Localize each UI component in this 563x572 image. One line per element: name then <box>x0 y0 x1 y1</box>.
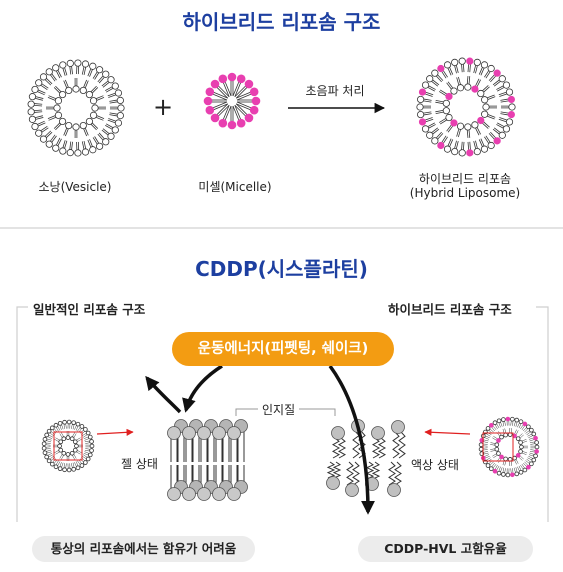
zoom-box-right <box>482 432 514 462</box>
right-note-pill: CDDP-HVL 고함유율 <box>358 536 533 562</box>
left-note-pill: 통상의 리포솜에서는 함유가 어려움 <box>32 536 255 562</box>
penetration-arrow-down <box>328 364 375 515</box>
micelle-graphic <box>203 72 261 130</box>
hybrid-label-en: (Hybrid Liposome) <box>409 186 521 200</box>
small-hybrid-liposome-right <box>478 416 540 478</box>
gel-state-label: 젤 상태 <box>121 457 158 471</box>
energy-arrow-down-left <box>182 364 223 413</box>
energy-pill: 운동에너지(피펫팅, 쉐이크) <box>172 332 394 366</box>
lipid-label: 인지질 <box>258 401 300 418</box>
liquid-state-label: 액상 상태 <box>411 458 459 472</box>
vesicle-label: 소낭(Vesicle) <box>38 180 112 194</box>
vesicle-graphic <box>27 59 125 157</box>
small-liposome-left <box>41 419 95 473</box>
bottom-title: CDDP(시스플라틴) <box>195 257 368 281</box>
rebound-arrow-up <box>145 375 182 414</box>
zoom-box-left <box>53 431 83 461</box>
section-divider <box>0 227 563 229</box>
general-structure-label: 일반적인 리포솜 구조 <box>30 299 149 318</box>
gel-bilayer <box>167 419 248 501</box>
top-title: 하이브리드 리포솜 구조 <box>182 10 381 34</box>
left-frame-line <box>16 306 28 522</box>
plus-sign: + <box>152 93 174 121</box>
hybrid-structure-label: 하이브리드 리포솜 구조 <box>385 299 515 318</box>
hybrid-liposome-graphic <box>416 57 516 157</box>
red-arrow-right <box>424 428 471 436</box>
micelle-label: 미셀(Micelle) <box>198 180 272 194</box>
process-label: 초음파 처리 <box>305 84 365 98</box>
red-arrow-left <box>96 428 134 436</box>
liquid-bilayer <box>326 419 406 497</box>
right-frame-line <box>536 306 549 522</box>
hybrid-label-ko: 하이브리드 리포솜 <box>418 172 512 186</box>
